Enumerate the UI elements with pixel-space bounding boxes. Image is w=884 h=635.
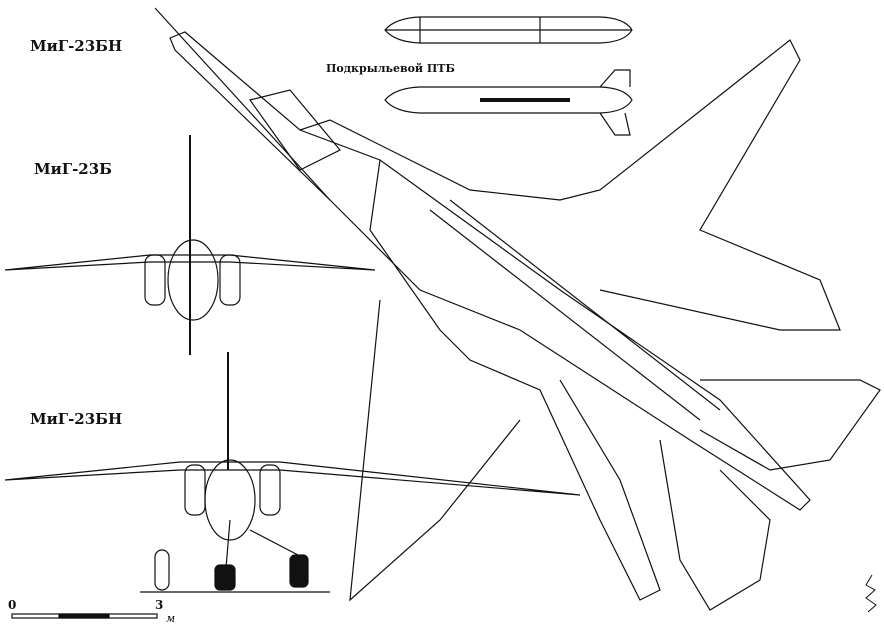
front-view-mig23bn [4,352,581,593]
scale-bar [11,613,158,619]
drop-tank-side [384,69,633,136]
front-view-mig23b [4,135,376,355]
drop-tank-top [384,16,633,44]
scale-end-label: 3 [155,598,164,612]
scale-unit-label: м [166,612,176,625]
top-view-airframe [154,7,881,611]
drop-tank-label: Подкрыльевой ПТБ [326,62,455,75]
scale-start-label: 0 [8,598,17,612]
signature-icon [865,574,877,613]
front-view-mig23b-label: МиГ-23Б [34,160,113,178]
top-view-label: МиГ-23БН [30,37,123,55]
front-view-mig23bn-label: МиГ-23БН [30,410,123,428]
